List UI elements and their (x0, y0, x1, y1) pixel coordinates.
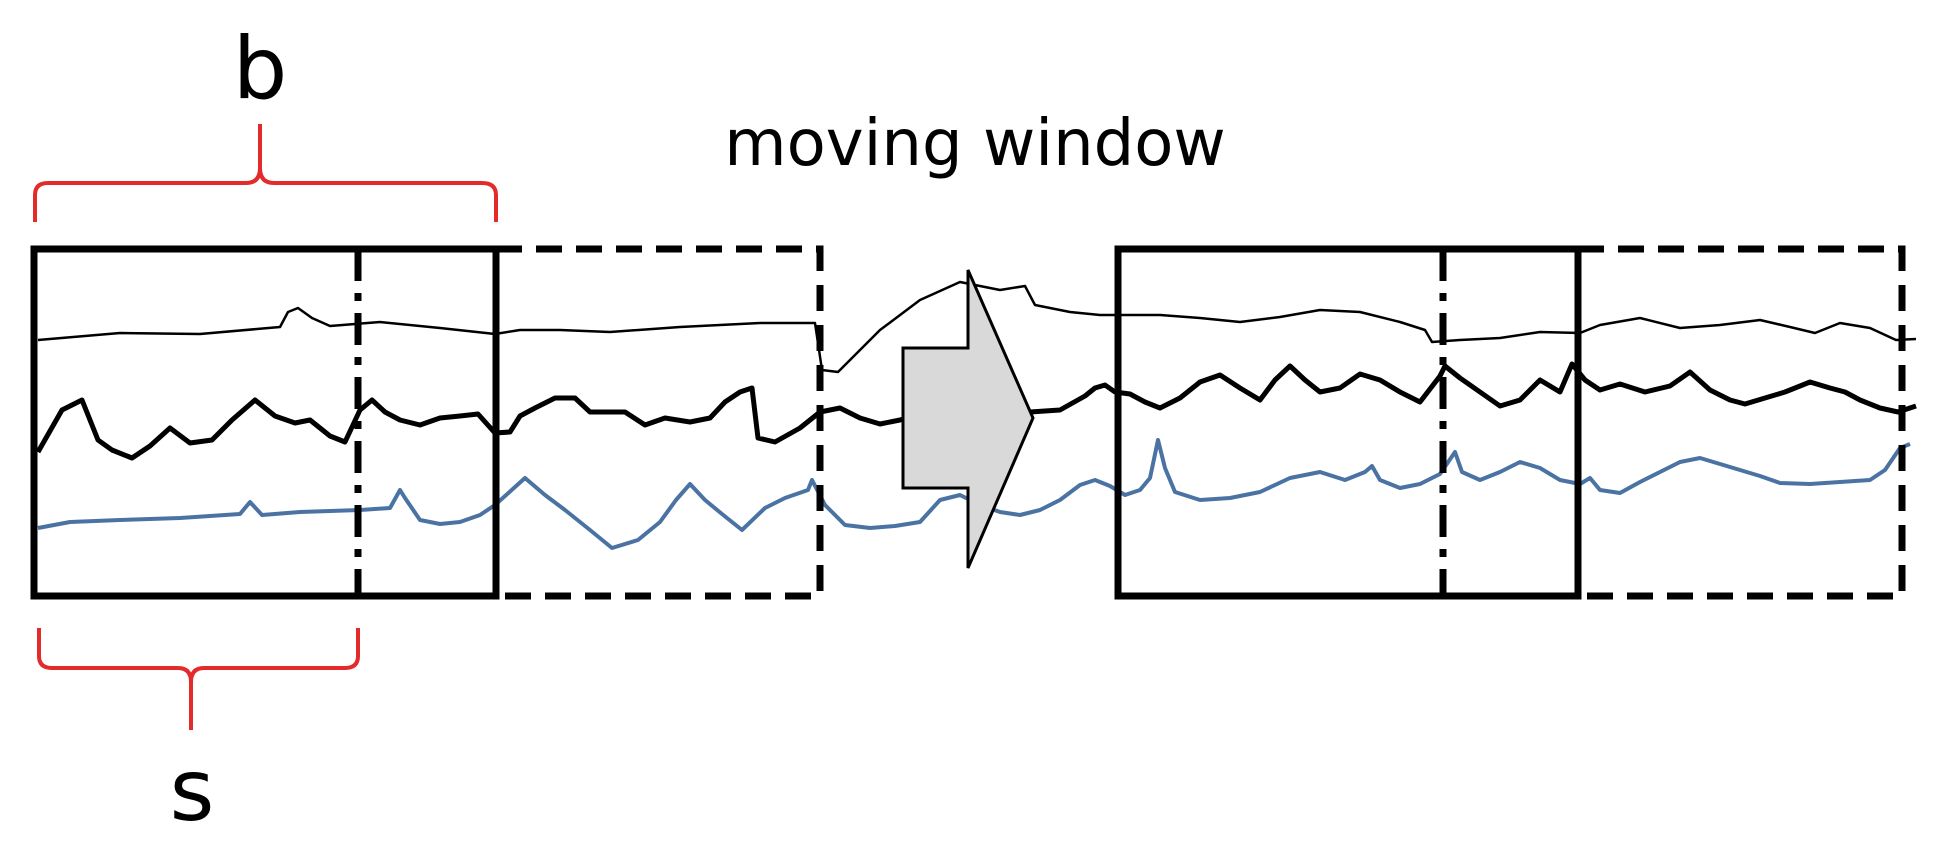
signal-line-top (37, 280, 1917, 374)
right-window-solid (1114, 245, 1582, 600)
shift-right-arrow-icon (901, 269, 1035, 569)
top-brace (33, 124, 498, 222)
signal-line-bottom (37, 438, 1911, 550)
left-window-next-dashed (496, 245, 824, 600)
brace-label-b: b (233, 19, 288, 119)
left-window-solid (30, 245, 500, 600)
bottom-brace (37, 628, 360, 730)
right-window-next-dashed (1578, 245, 1906, 600)
brace-label-s: s (170, 741, 215, 841)
diagram-title: moving window (724, 107, 1226, 181)
